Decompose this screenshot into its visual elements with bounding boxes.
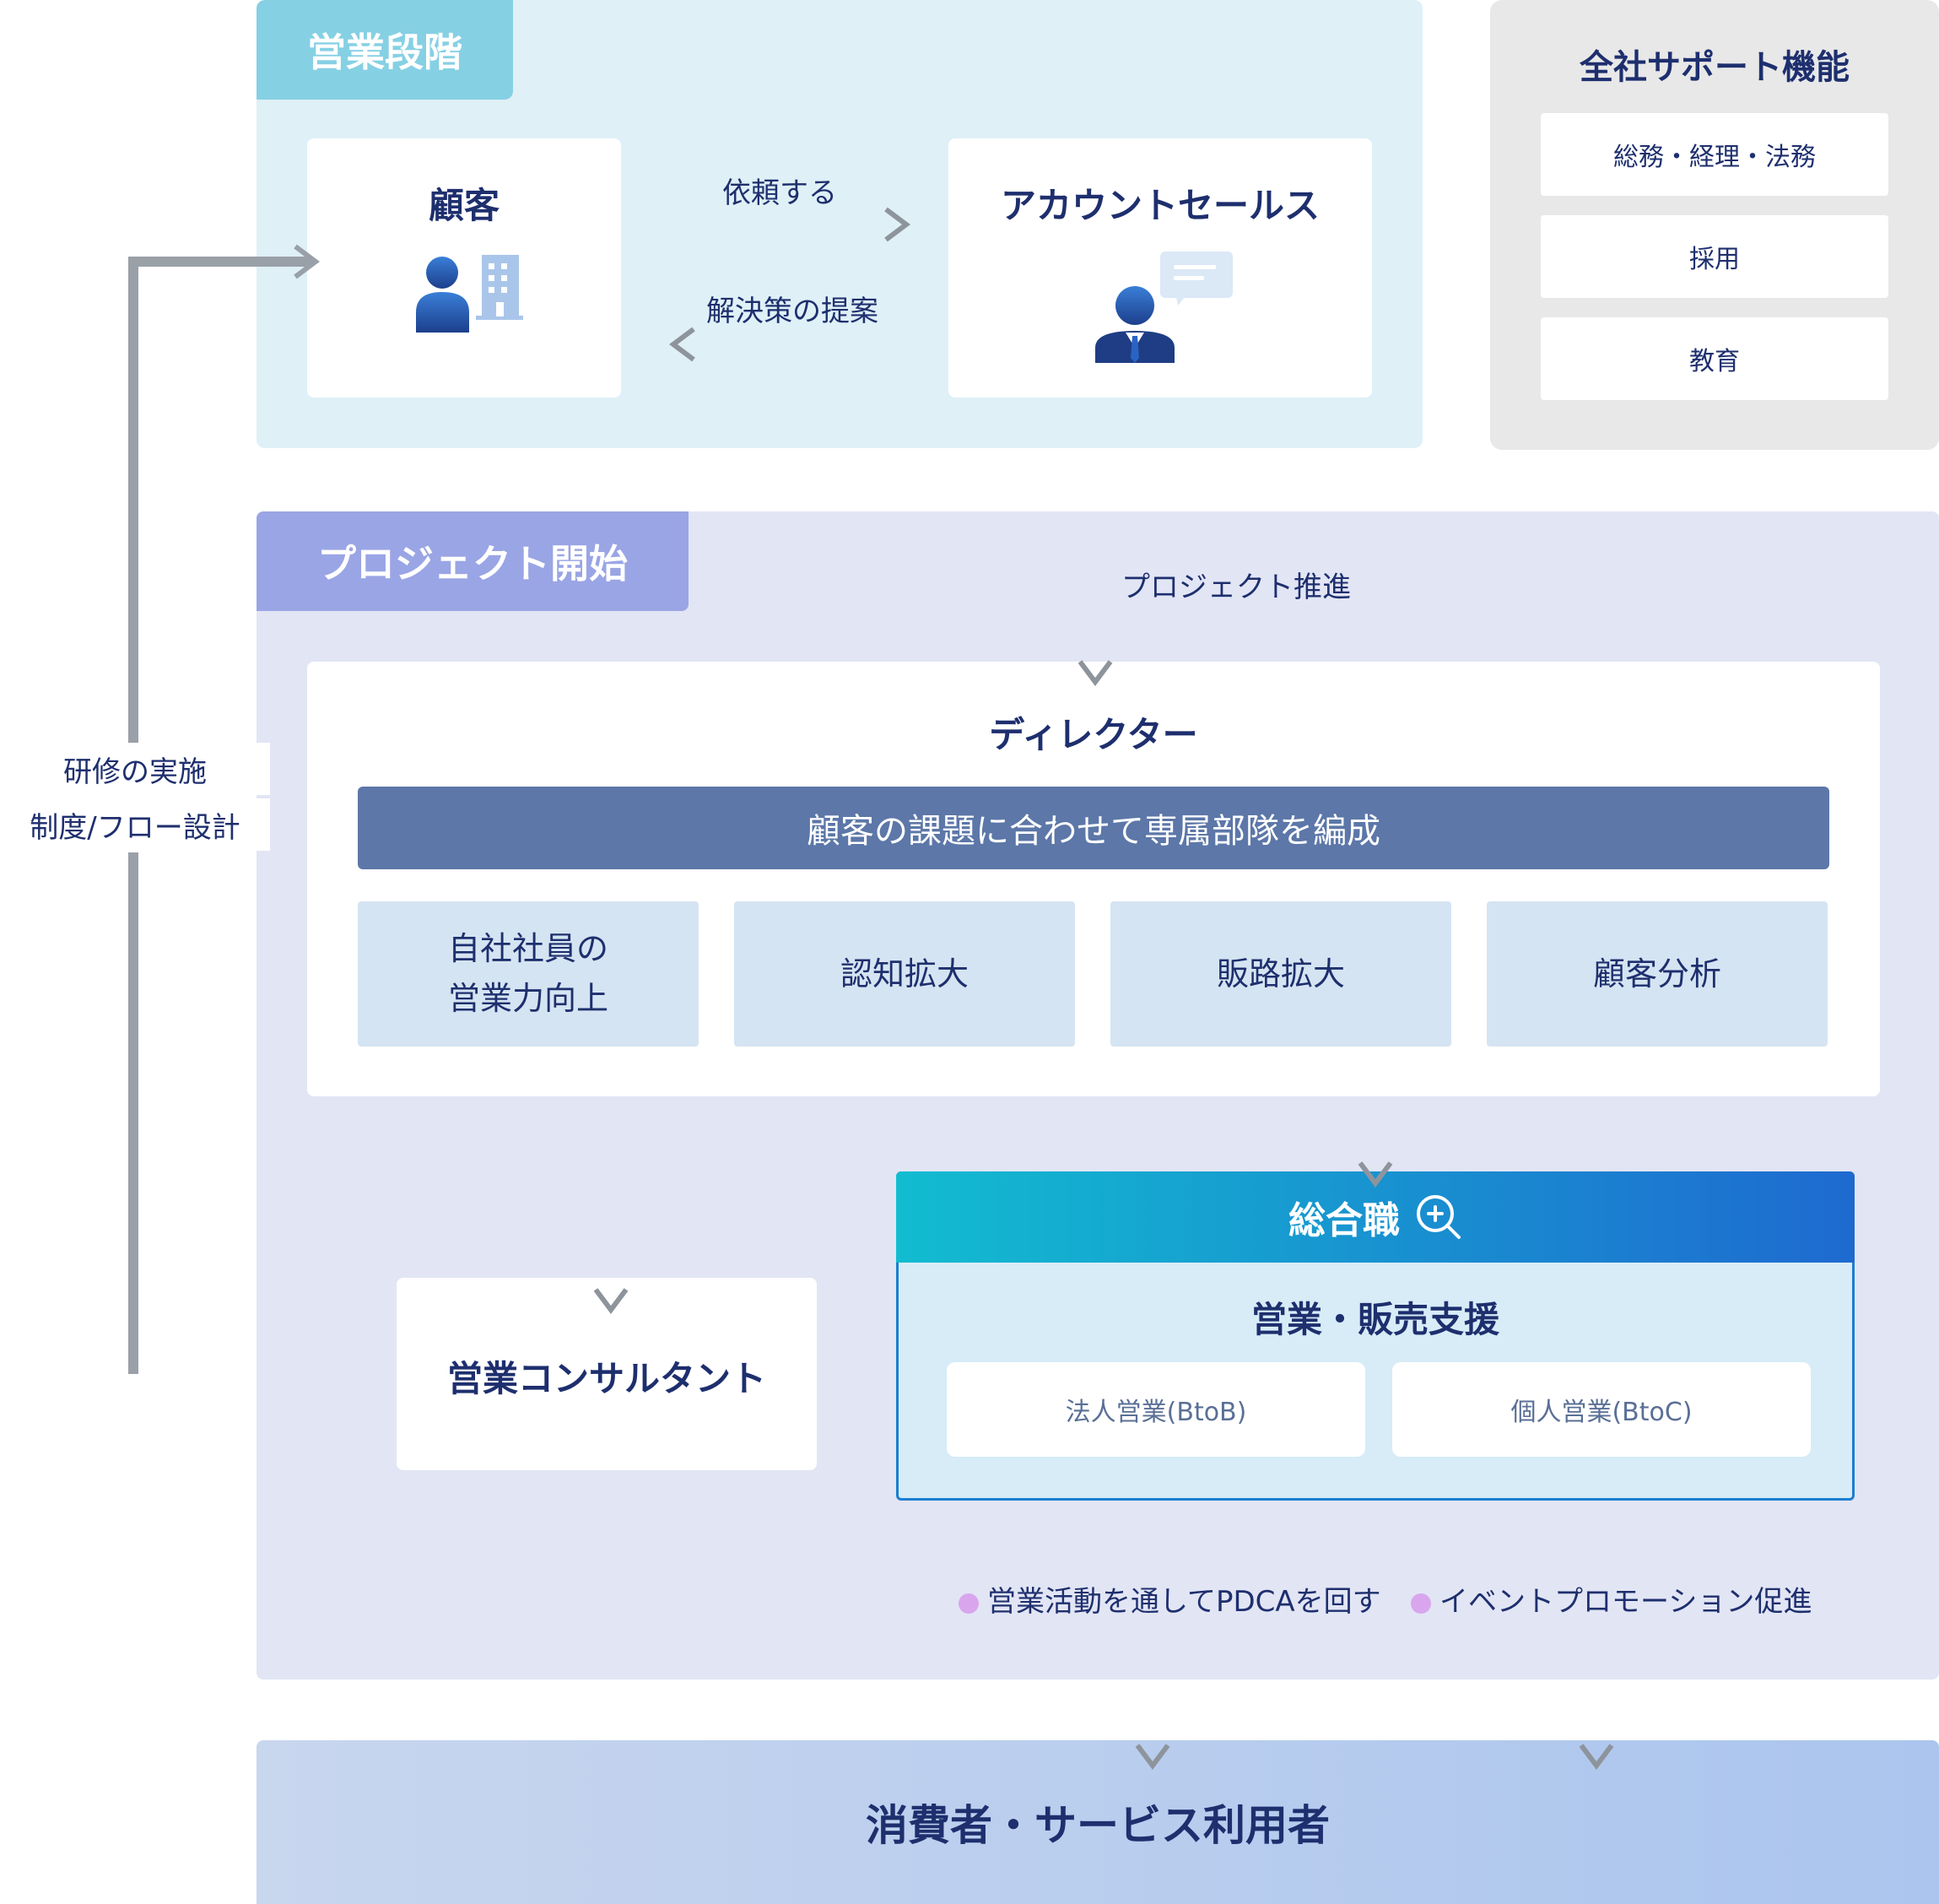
director-title-wrap: ディレクター — [307, 702, 1880, 761]
arrow-to-consumer-2 — [1579, 1519, 1614, 1770]
support-title: 全社サポート機能 — [1576, 40, 1853, 89]
support-item-education: 教育 — [1541, 317, 1888, 400]
bullet-pdca-text: 営業活動を通してPDCAを回す — [987, 1585, 1381, 1619]
loop-label-training: 研修の実施 — [0, 743, 270, 795]
customer-title: 顧客 — [424, 177, 504, 229]
customer-card — [307, 138, 621, 398]
account-sales-title-wrap: アカウントセールス — [948, 173, 1372, 232]
account-sales-title: アカウントセールス — [997, 177, 1324, 229]
support-item-general-affairs: 総務・経理・法務 — [1541, 113, 1888, 196]
support-title-wrap: 全社サポート機能 — [1490, 34, 1939, 95]
arrow-label-request: 依頼する — [722, 176, 837, 210]
consultant-title-wrap: 営業コンサルタント — [397, 1345, 817, 1406]
arrow-label-project: プロジェクト推進 — [1121, 570, 1351, 604]
customer-person-building-icon — [416, 255, 523, 333]
function-sales-skill: 自社社員の 営業力向上 — [358, 901, 699, 1047]
arrow-feedback-loop — [128, 244, 380, 1374]
zoom-plus-icon[interactable] — [1415, 1193, 1462, 1241]
arrow-to-consumer-1 — [1135, 1519, 1170, 1770]
bullet-dot-icon — [1411, 1593, 1431, 1614]
card-btob: 法人営業(BtoB) — [947, 1362, 1365, 1457]
director-banner: 顧客の課題に合わせて専属部隊を編成 — [358, 787, 1829, 869]
card-btoc: 個人営業(BtoC) — [1392, 1362, 1811, 1457]
consultant-title: 営業コンサルタント — [443, 1350, 770, 1402]
general-staff-subtitle: 営業・販売支援 — [1250, 1298, 1499, 1340]
arrow-to-consultant — [593, 1121, 629, 1314]
arrow-to-general-staff — [1358, 1074, 1393, 1187]
director-title: ディレクター — [986, 706, 1202, 758]
bullet-pdca: 営業活動を通してPDCAを回す — [953, 1582, 1386, 1622]
salesperson-speech-icon — [1095, 252, 1233, 363]
bullet-event: イベントプロモーション促進 — [1406, 1582, 1817, 1622]
arrow-solution — [669, 327, 899, 362]
consumer-band: 消費者・サービス利用者 — [257, 1740, 1939, 1904]
customer-title-wrap: 顧客 — [307, 173, 621, 232]
sales-stage-tag: 営業段階 — [257, 0, 513, 100]
arrow-project — [1078, 456, 1113, 686]
arrow-label-solution: 解決策の提案 — [706, 294, 878, 328]
bullet-event-text: イベントプロモーション促進 — [1439, 1585, 1812, 1619]
bullet-dot-icon — [959, 1593, 979, 1614]
loop-label-design: 制度/フロー設計 — [0, 798, 270, 851]
function-channel: 販路拡大 — [1110, 901, 1451, 1047]
support-item-recruiting: 採用 — [1541, 215, 1888, 298]
function-sales-skill-line1: 自社社員の — [447, 930, 608, 968]
general-staff-title: 総合職 — [1288, 1199, 1400, 1242]
consultant-card — [397, 1278, 817, 1470]
function-analysis: 顧客分析 — [1487, 901, 1828, 1047]
function-sales-skill-line2: 営業力向上 — [447, 980, 608, 1017]
function-awareness: 認知拡大 — [734, 901, 1075, 1047]
arrow-request — [678, 207, 910, 242]
project-tag: プロジェクト開始 — [257, 511, 689, 611]
